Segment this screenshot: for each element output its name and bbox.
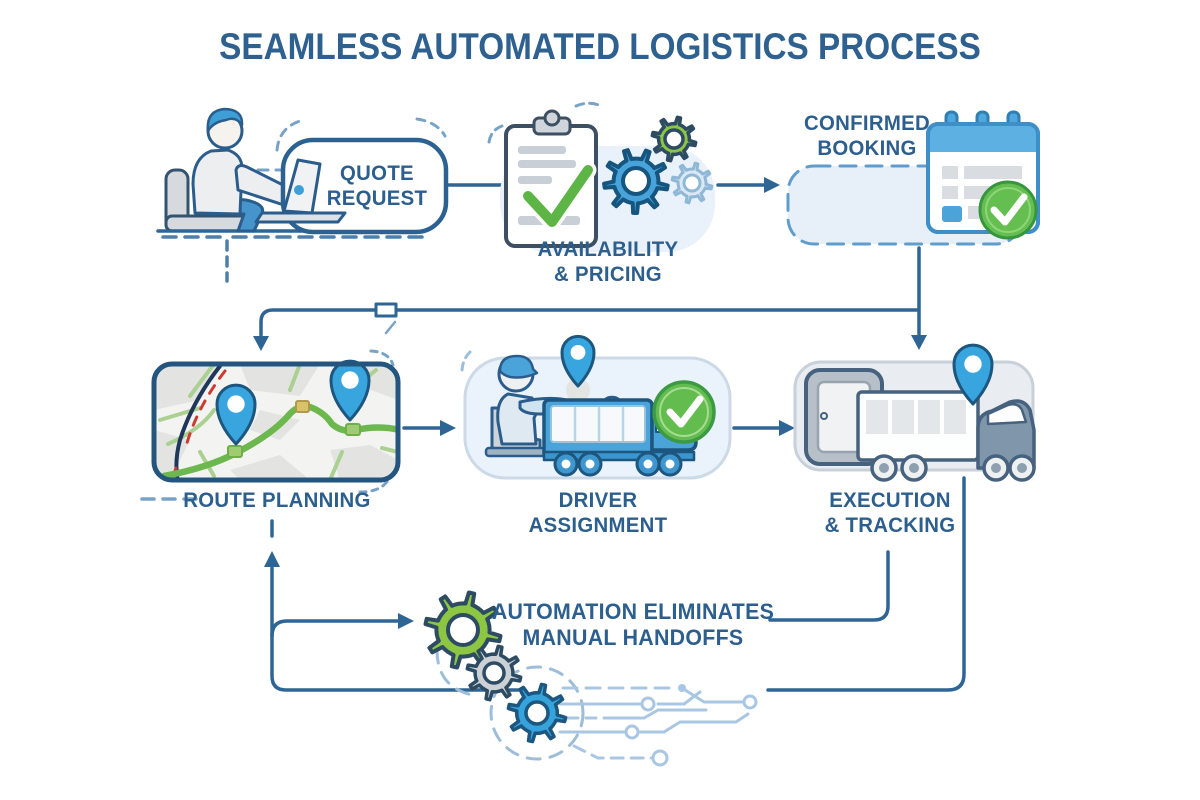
availability-pricing-label: AVAILABILITY & PRICING: [537, 238, 679, 286]
page-title: SEAMLESS AUTOMATED LOGISTICS PROCESS: [219, 26, 981, 67]
laptop-icon: [254, 158, 347, 224]
circuit-traces-icon: [558, 684, 758, 767]
person-at-laptop-icon: [156, 107, 334, 233]
map-pin-icon: [215, 359, 371, 446]
clipboard-check-icon: [504, 109, 598, 248]
check-badge-icon: [978, 180, 1038, 240]
dashed-decorations: [140, 101, 928, 501]
pricing-gears-icon: [602, 115, 714, 215]
approval-check-icon: [652, 380, 716, 444]
connector-feedback-branch: [270, 619, 400, 638]
route-map-icon: [151, 359, 401, 483]
confirmed-booking-label: CONFIRMED BOOKING: [804, 112, 930, 160]
automation-gears-icon: [423, 590, 568, 744]
map-pin-icon: [560, 334, 596, 388]
quote-request-bubble: [280, 137, 449, 235]
connector-feedback-left: [270, 566, 520, 692]
cargo-trucks-icon: [804, 368, 1036, 482]
flow-arrowheads: [253, 177, 927, 629]
driver-assignment-label: DRIVER ASSIGNMENT: [528, 489, 668, 537]
automation-callout-label: AUTOMATION ELIMINATES MANUAL HANDOFFS: [491, 599, 775, 650]
connector-execution-to-callout: [768, 550, 890, 622]
connector-booking-to-route: [259, 308, 919, 337]
flow-connectors: [259, 183, 966, 692]
execution-tracking-label: EXECUTION & TRACKING: [824, 489, 956, 537]
route-planning-label: ROUTE PLANNING: [183, 489, 371, 512]
connector-feedback-right: [766, 476, 966, 692]
automation-dashed-decor: [435, 648, 585, 761]
quote-request-label: QUOTE REQUEST: [326, 162, 428, 210]
connector-node: [374, 302, 398, 318]
map-pin-icon: [952, 343, 994, 406]
